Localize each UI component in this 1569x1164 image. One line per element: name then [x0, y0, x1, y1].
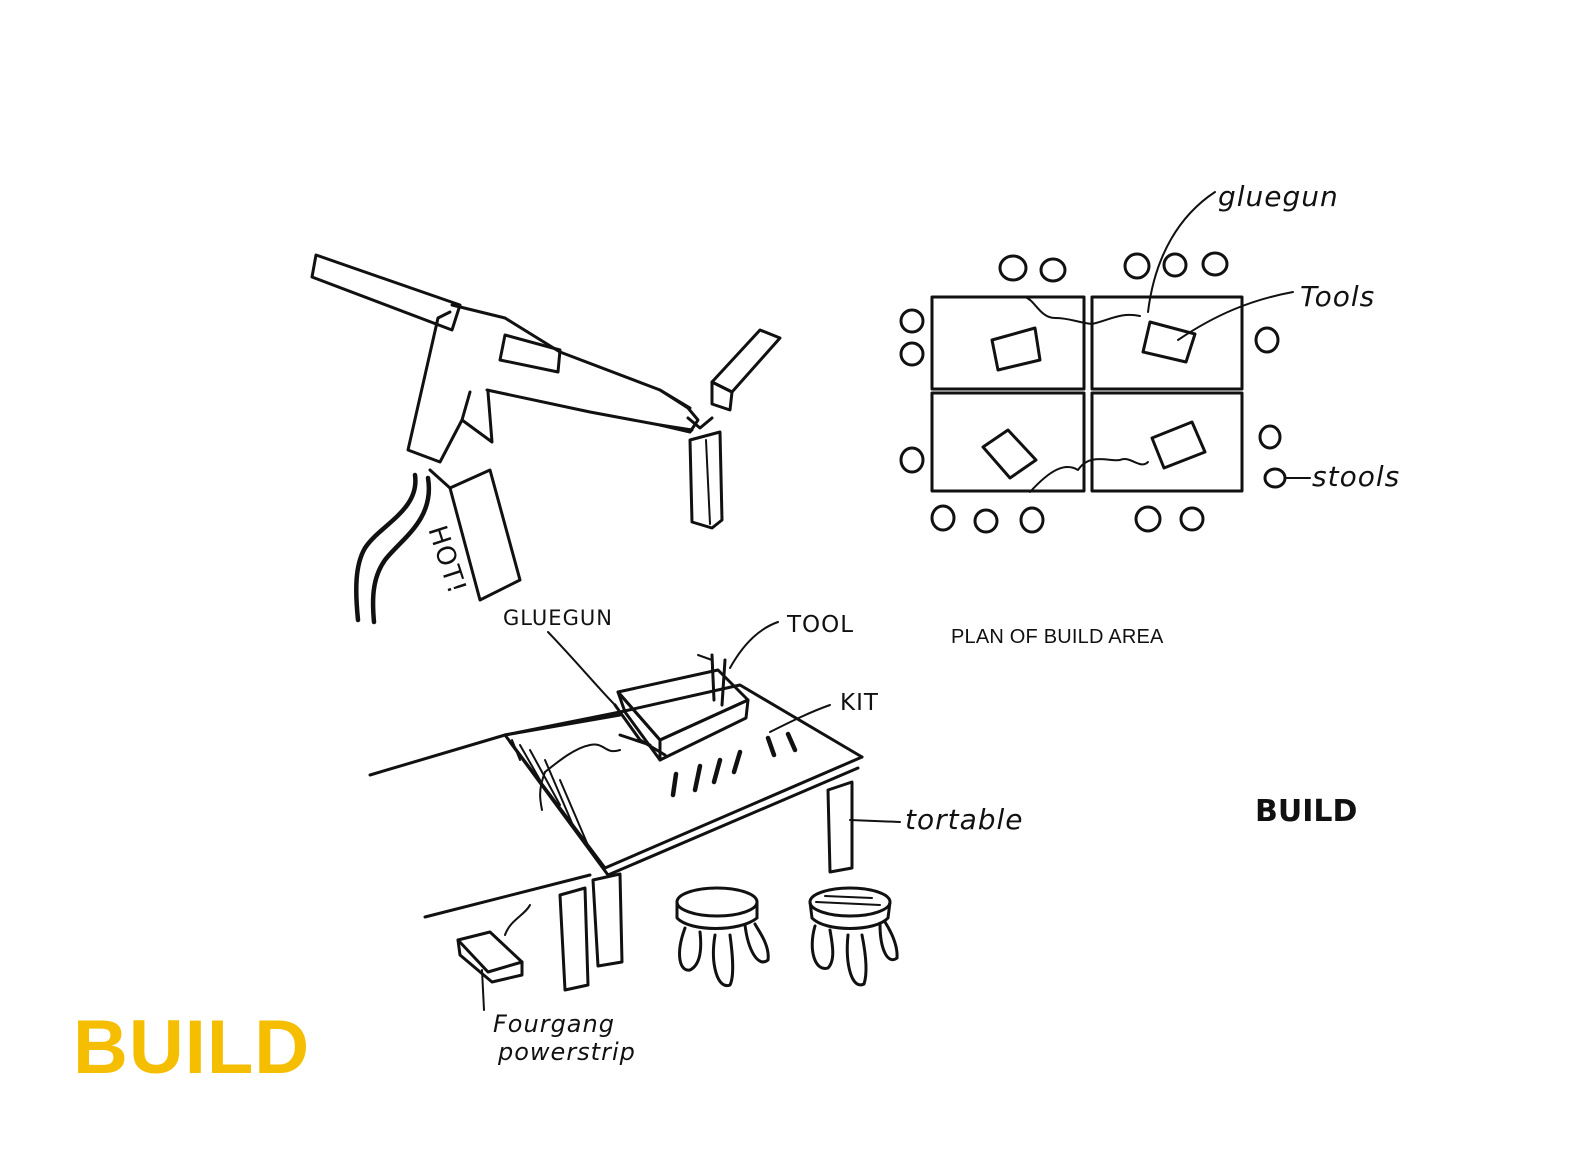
plan-caption: PLAN OF BUILD AREA: [951, 626, 1164, 648]
label-tool-table: TOOL: [787, 612, 855, 638]
label-table: tortable: [905, 803, 1024, 836]
label-powerstrip-line2: powerstrip: [498, 1038, 636, 1066]
label-stools-plan: stools: [1312, 460, 1401, 493]
label-gluegun-plan: gluegun: [1218, 180, 1339, 213]
slide-title: BUILD: [73, 1005, 311, 1090]
glue-gun-sketch: [310, 253, 782, 625]
label-powerstrip-line1: Fourgang: [493, 1010, 615, 1038]
label-kit-table: KIT: [840, 690, 879, 716]
label-tools-plan: Tools: [1300, 280, 1376, 313]
label-gluegun-table: GLUEGUN: [503, 606, 613, 630]
plan-diagram: [899, 191, 1311, 534]
sketch-build-label: BUILD: [1255, 794, 1358, 829]
table-sketch: [368, 621, 901, 1011]
